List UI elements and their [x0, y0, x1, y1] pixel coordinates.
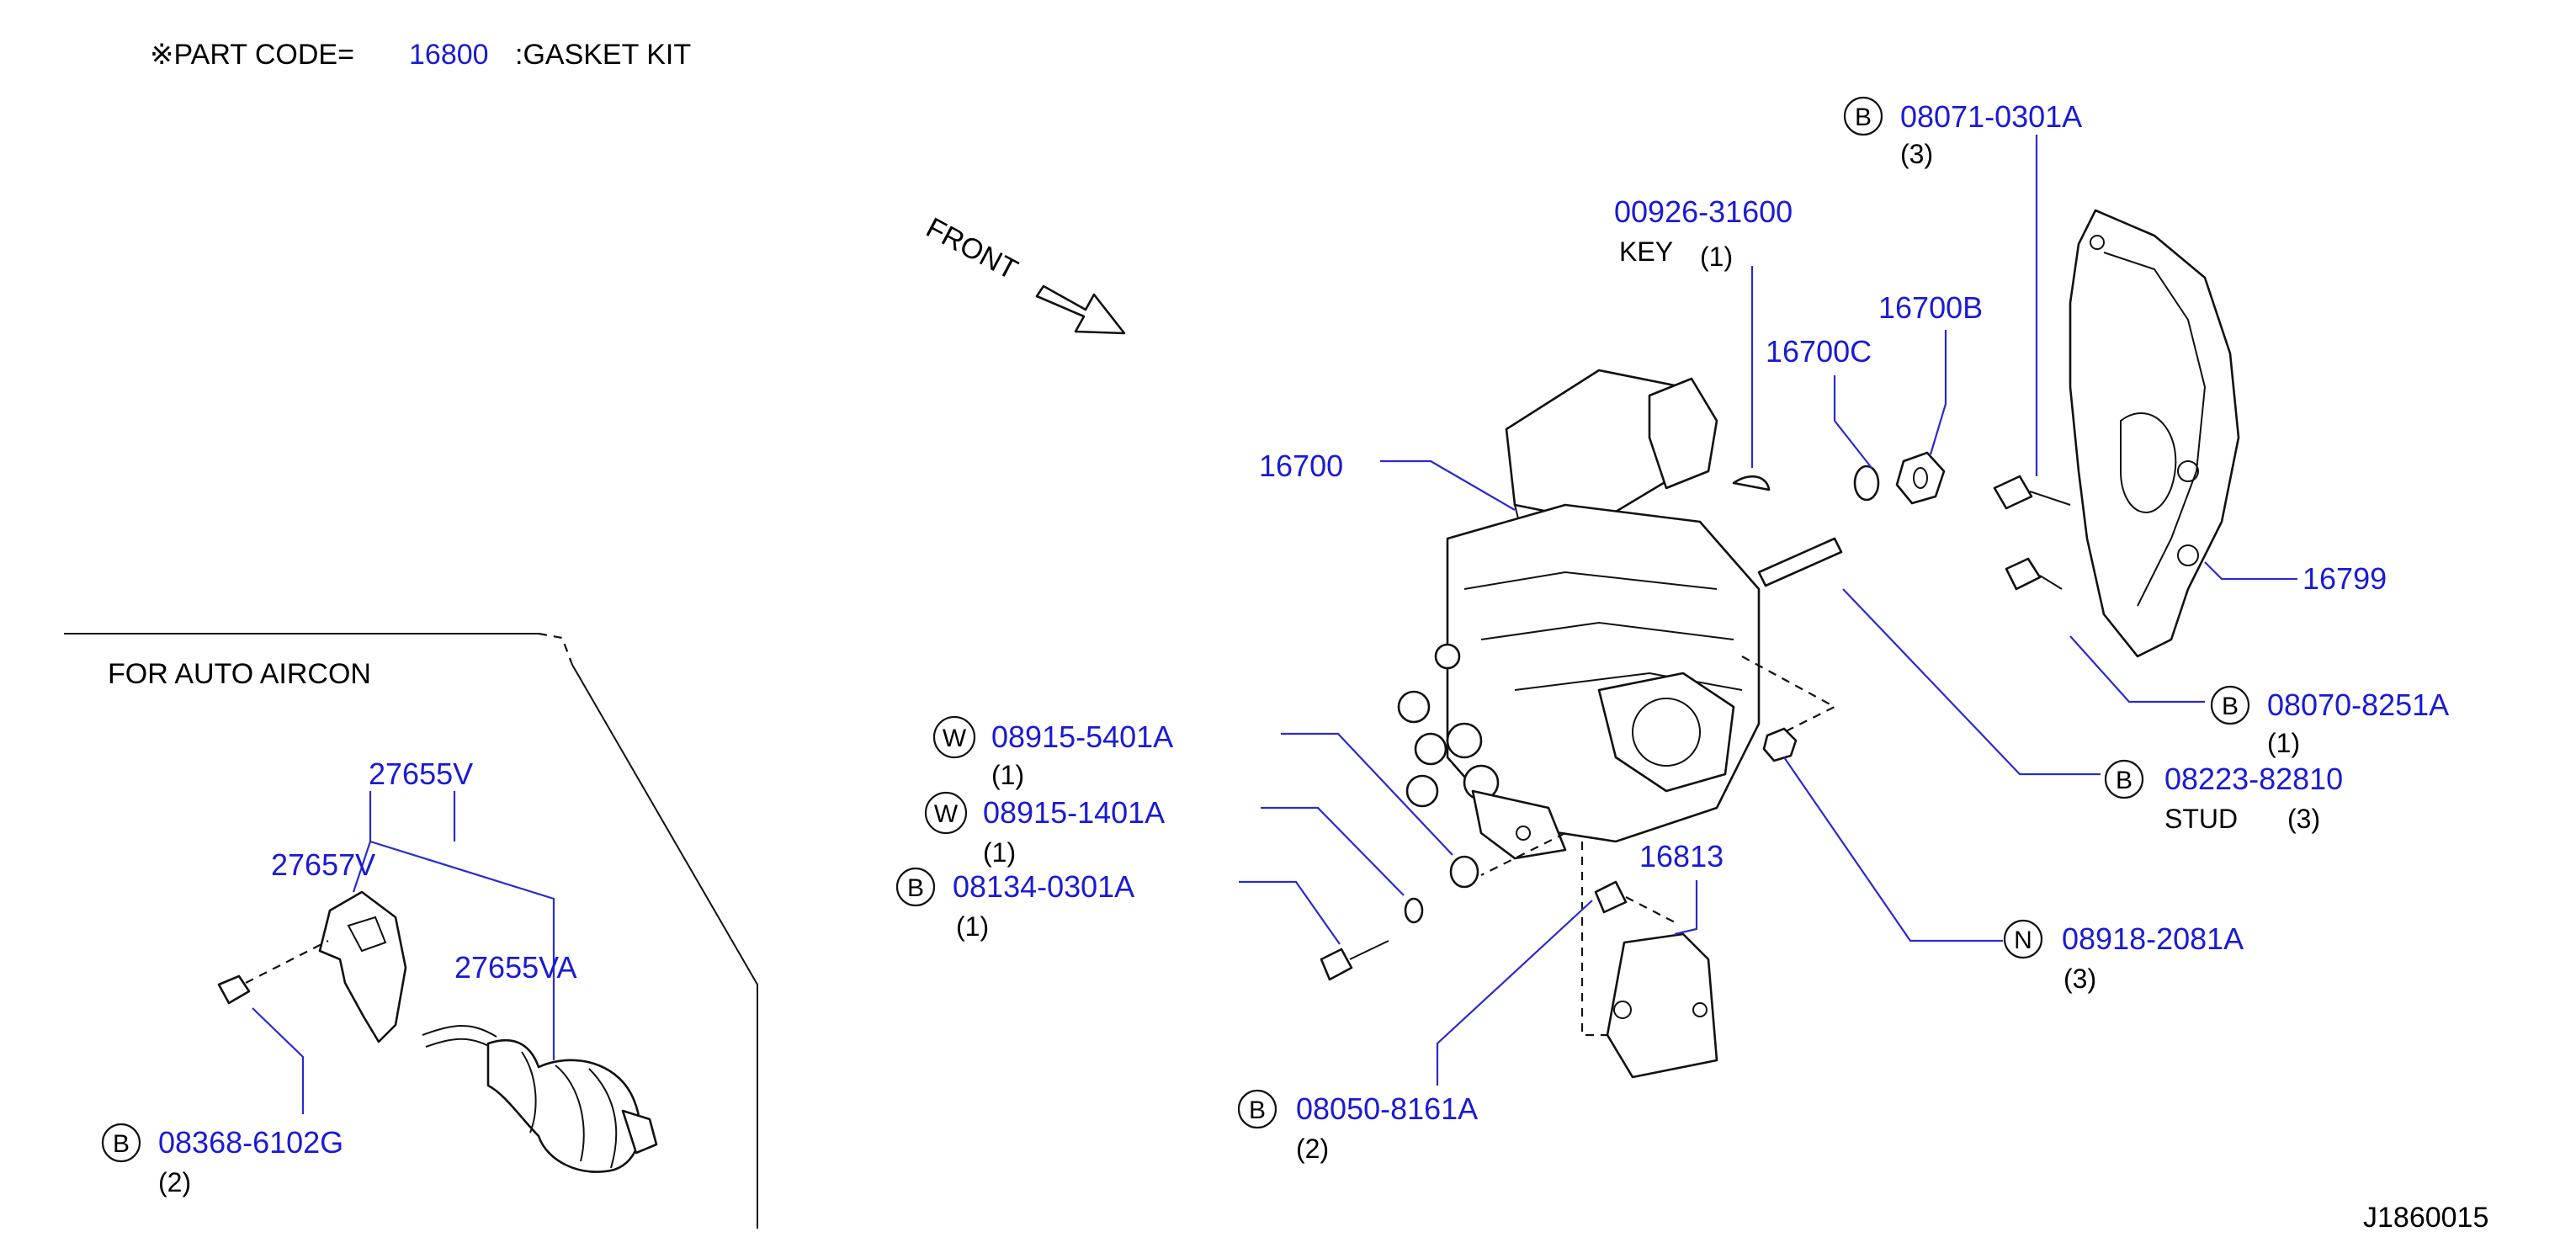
qty-08070: (1) — [2267, 728, 2300, 758]
bracket-16813 — [1580, 842, 1718, 1079]
bolt-type-badge — [1843, 96, 1883, 136]
qty-08915-1401: (1) — [983, 837, 1016, 868]
pump-bracket-16799 — [2069, 209, 2240, 658]
badge-letter: W — [934, 800, 959, 828]
bolt-type-badge — [2210, 685, 2250, 725]
part-08070-8251a[interactable]: 08070-8251A — [2267, 688, 2449, 722]
leader-lines — [252, 135, 2297, 1114]
front-arrow-icon — [1035, 284, 1126, 335]
part-08050-8161a[interactable]: 08050-8161A — [1296, 1091, 1478, 1126]
part-16700b[interactable]: 16700B — [1878, 290, 1983, 325]
badge-letter: W — [943, 725, 967, 752]
part-16700c[interactable]: 16700C — [1766, 334, 1872, 369]
bolt-08070 — [2005, 557, 2042, 591]
inset-frame — [64, 632, 758, 1229]
qty-00926: (1) — [1700, 242, 1733, 272]
washer-type-badge — [924, 791, 968, 835]
key-label: KEY — [1619, 236, 1673, 267]
qty-08223: (3) — [2287, 804, 2320, 834]
washer-16700c — [1853, 465, 1880, 502]
header-prefix: ※PART CODE= — [150, 39, 354, 71]
badge-letter: B — [2222, 693, 2239, 720]
woodruff-key — [1732, 475, 1771, 491]
front-label: FRONT — [921, 212, 1022, 287]
part-08071-0301a[interactable]: 08071-0301A — [1900, 99, 2082, 134]
bolt-type-badge — [2104, 759, 2144, 799]
part-16799[interactable]: 16799 — [2302, 561, 2387, 596]
bolt-type-badge — [101, 1123, 141, 1163]
part-27655v[interactable]: 27655V — [369, 757, 473, 791]
part-08915-1401a[interactable]: 08915-1401A — [983, 795, 1165, 830]
badge-letter: B — [1249, 1096, 1266, 1124]
inset-title: FOR AUTO AIRCON — [108, 658, 371, 690]
washer-type-badge — [932, 715, 976, 759]
badge-letter: B — [907, 874, 924, 902]
part-27657v[interactable]: 27657V — [271, 847, 375, 882]
bolt-08134 — [1320, 948, 1353, 981]
qty-08368: (2) — [158, 1167, 191, 1197]
part-08134-0301a[interactable]: 08134-0301A — [953, 869, 1134, 904]
qty-08918: (3) — [2063, 964, 2096, 994]
aircon-actuator-assembly — [217, 890, 658, 1173]
part-08223-82810[interactable]: 08223-82810 — [2164, 762, 2343, 796]
bolt-08071 — [1993, 475, 2033, 510]
stud-08223 — [1757, 537, 1843, 587]
qty-08134: (1) — [956, 911, 989, 942]
part-27655va[interactable]: 27655VA — [454, 950, 576, 985]
diagram-id: J1860015 — [2363, 1202, 2488, 1234]
bolt-type-badge — [895, 867, 936, 907]
header-suffix: :GASKET KIT — [515, 39, 691, 71]
qty-08915-5401: (1) — [991, 760, 1024, 790]
badge-letter: B — [113, 1130, 130, 1158]
part-08918-2081a[interactable]: 08918-2081A — [2062, 921, 2244, 956]
part-16700[interactable]: 16700 — [1259, 449, 1343, 483]
bolt-type-badge — [1237, 1089, 1277, 1129]
injection-pump-assembly — [1397, 369, 1837, 876]
gasket-kit-code[interactable]: 16800 — [409, 39, 489, 71]
badge-letter: B — [2116, 767, 2133, 794]
washer-08915-1401 — [1404, 897, 1424, 924]
stud-label: STUD — [2164, 804, 2238, 834]
qty-08071: (3) — [1900, 139, 1933, 169]
part-00926-31600[interactable]: 00926-31600 — [1614, 194, 1793, 229]
badge-letter: B — [1855, 104, 1872, 131]
nut-16700b — [1895, 451, 1946, 505]
nut-type-badge — [2003, 919, 2043, 959]
qty-08050: (2) — [1296, 1134, 1329, 1164]
nut-08918 — [1762, 727, 1798, 762]
badge-letter: N — [2014, 926, 2032, 954]
bolt-08050 — [1594, 880, 1628, 914]
washer-08915-5401 — [1449, 855, 1479, 889]
part-08368-6102g[interactable]: 08368-6102G — [158, 1125, 343, 1160]
part-08915-5401a[interactable]: 08915-5401A — [991, 719, 1173, 754]
part-16813[interactable]: 16813 — [1639, 839, 1724, 873]
